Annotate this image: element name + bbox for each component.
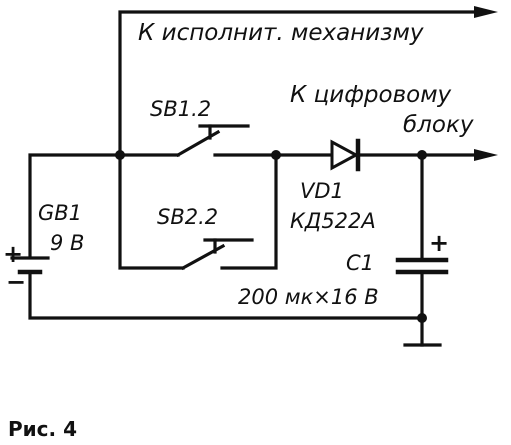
- label-vd1: VD1: [300, 179, 344, 203]
- label-actuator: К исполнит. механизму: [138, 20, 424, 46]
- wire-to-actuator: [118, 10, 480, 157]
- label-digital-line2: блоку: [403, 112, 474, 138]
- junction-diode-anode: [271, 150, 281, 160]
- label-vd1-type: КД522А: [290, 209, 376, 233]
- label-sb2: SB2.2: [157, 205, 218, 229]
- wire-battery-negative: [28, 270, 424, 320]
- minus-sign-battery: −: [6, 268, 26, 296]
- junction-ground: [417, 313, 427, 323]
- switch-sb2-blade: [180, 243, 226, 271]
- arrow-digital: [474, 149, 498, 161]
- plus-sign-capacitor: +: [429, 229, 449, 257]
- wire-sb2-out: [220, 153, 278, 270]
- wire-sb2-in: [118, 153, 185, 270]
- figure-caption: Рис. 4: [8, 417, 77, 441]
- label-c1-value: 200 мк×16 В: [238, 285, 379, 309]
- wire-battery-positive: [28, 153, 180, 257]
- label-gb1-voltage: 9 В: [50, 231, 84, 255]
- label-c1: C1: [346, 251, 374, 275]
- junction-diode-cathode: [417, 150, 427, 160]
- label-gb1: GB1: [38, 201, 82, 225]
- switch-sb1-blade: [175, 129, 221, 158]
- label-digital-line1: К цифровому: [290, 82, 452, 108]
- arrow-actuator: [474, 6, 498, 18]
- diode-vd1-body: [330, 139, 360, 171]
- junction-main: [115, 150, 125, 160]
- label-sb1: SB1.2: [150, 97, 211, 121]
- plus-sign-battery: +: [3, 240, 23, 268]
